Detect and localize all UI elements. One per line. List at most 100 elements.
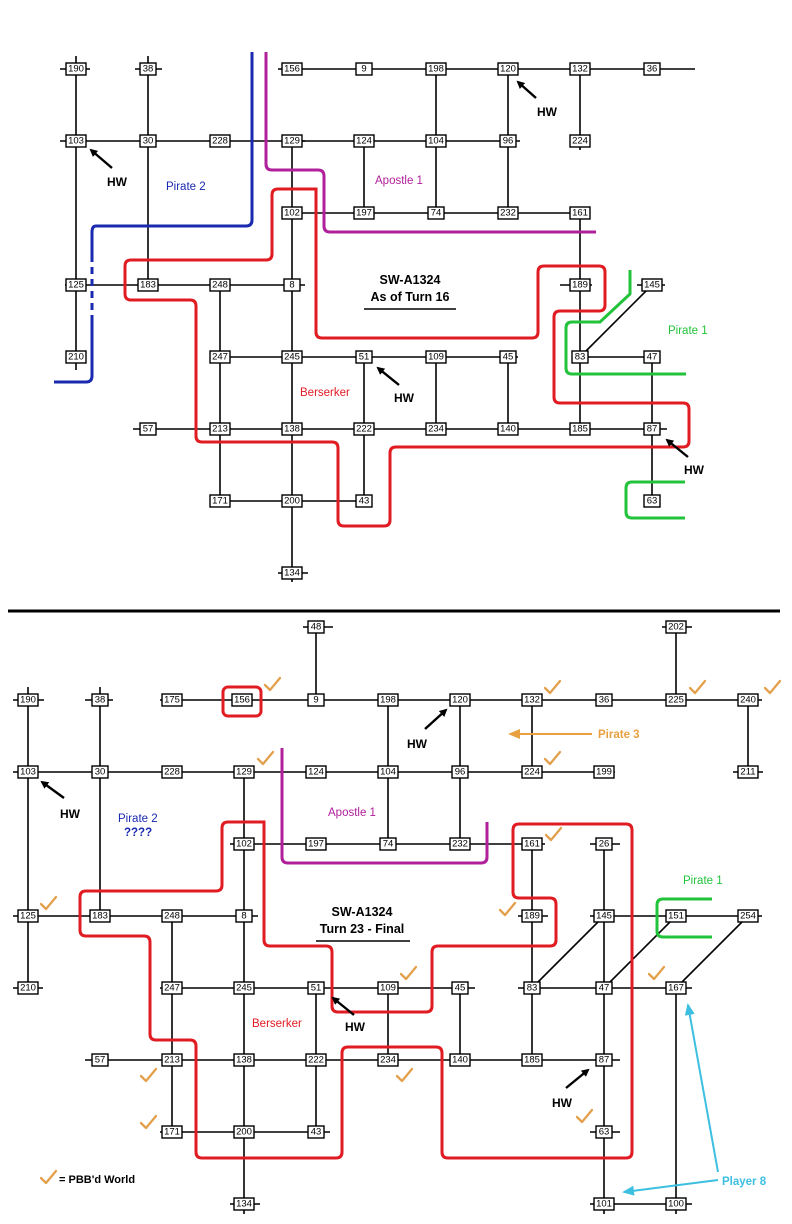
bottom-node-124: 124 — [305, 765, 327, 779]
top-node-213: 213 — [209, 422, 231, 436]
top-node-145: 145 — [641, 278, 663, 292]
svg-text:30: 30 — [95, 767, 106, 778]
bottom-pirate1-border — [655, 897, 712, 939]
bottom-map-title: SW-A1324 — [332, 905, 393, 919]
svg-text:245: 245 — [284, 352, 300, 363]
bottom-node-134: 134 — [233, 1197, 255, 1211]
svg-text:232: 232 — [500, 208, 516, 219]
bottom-node-47: 47 — [595, 981, 613, 995]
bottom-node-38: 38 — [91, 693, 109, 707]
svg-text:190: 190 — [68, 64, 84, 75]
svg-text:134: 134 — [284, 568, 300, 579]
svg-text:129: 129 — [284, 136, 300, 147]
check-109 — [399, 965, 418, 981]
top-node-47: 47 — [643, 350, 661, 364]
bottom-node-254: 254 — [737, 909, 759, 923]
svg-text:183: 183 — [140, 280, 156, 291]
svg-text:224: 224 — [572, 136, 588, 147]
svg-text:8: 8 — [289, 280, 294, 291]
top-node-51: 51 — [355, 350, 373, 364]
bottom-node-51: 51 — [307, 981, 325, 995]
svg-text:47: 47 — [647, 352, 658, 363]
bottom-node-129: 129 — [233, 765, 255, 779]
bottom-node-171: 171 — [161, 1125, 183, 1139]
bottom-node-248: 248 — [161, 909, 183, 923]
bottom-connections — [13, 626, 763, 1214]
bottom-node-83: 83 — [523, 981, 541, 995]
svg-text:198: 198 — [380, 695, 396, 706]
top-node-228: 228 — [209, 134, 231, 148]
top-node-232: 232 — [497, 206, 519, 220]
bottom-node-57: 57 — [91, 1053, 109, 1067]
check-47 — [647, 965, 666, 981]
top-node-190: 190 — [65, 62, 87, 76]
top-node-140: 140 — [497, 422, 519, 436]
svg-text:47: 47 — [599, 983, 610, 994]
top-node-197: 197 — [353, 206, 375, 220]
top-map-title: SW-A1324 — [380, 273, 441, 287]
check-225 — [688, 679, 707, 695]
bottom-map-subtitle: Turn 23 - Final — [320, 922, 405, 936]
svg-text:228: 228 — [212, 136, 228, 147]
svg-text:213: 213 — [164, 1055, 180, 1066]
svg-text:103: 103 — [20, 767, 36, 778]
bottom-node-211: 211 — [737, 765, 759, 779]
svg-text:211: 211 — [740, 767, 755, 778]
top-map-subtitle: As of Turn 16 — [371, 290, 450, 304]
bottom-node-48: 48 — [307, 620, 325, 634]
svg-text:36: 36 — [599, 695, 610, 706]
top-faction-label-berserker: Berserker — [300, 387, 350, 399]
top-node-109: 109 — [425, 350, 447, 364]
svg-text:161: 161 — [524, 839, 540, 850]
svg-text:132: 132 — [524, 695, 540, 706]
svg-text:8: 8 — [241, 911, 246, 922]
svg-text:156: 156 — [284, 64, 300, 75]
svg-text:48: 48 — [311, 622, 322, 633]
svg-text:9: 9 — [313, 695, 318, 706]
top-hw-label-pirate2: HW — [107, 175, 128, 189]
svg-text:96: 96 — [503, 136, 514, 147]
check-156 — [263, 676, 282, 692]
bottom-node-199: 199 — [593, 765, 615, 779]
bottom-berserker-border — [78, 820, 634, 1160]
bottom-faction-label-berserker: Berserker — [252, 1018, 302, 1030]
svg-text:96: 96 — [455, 767, 466, 778]
bottom-node-234: 234 — [377, 1053, 399, 1067]
bottom-node-30: 30 — [91, 765, 109, 779]
top-node-9: 9 — [355, 62, 373, 76]
top-node-161: 161 — [569, 206, 591, 220]
svg-text:185: 185 — [572, 424, 588, 435]
top-map: HW HW HW HW Pirate 2 Apostle 1 Pirate 1 … — [54, 52, 708, 582]
check-129 — [256, 750, 275, 766]
bottom-node-200: 200 — [233, 1125, 255, 1139]
svg-text:120: 120 — [452, 695, 468, 706]
svg-text:30: 30 — [143, 136, 154, 147]
bottom-node-210: 210 — [17, 981, 39, 995]
svg-text:245: 245 — [236, 983, 252, 994]
top-node-224: 224 — [569, 134, 591, 148]
bottom-hw-label-berserker: HW — [345, 1020, 366, 1034]
check-63 — [575, 1108, 594, 1124]
bottom-node-175: 175 — [161, 693, 183, 707]
top-node-200: 200 — [281, 494, 303, 508]
svg-text:63: 63 — [599, 1127, 610, 1138]
bottom-apostle1-border — [280, 748, 489, 865]
bottom-node-87: 87 — [595, 1053, 613, 1067]
bottom-node-140: 140 — [449, 1053, 471, 1067]
top-node-125: 125 — [65, 278, 87, 292]
check-171 — [139, 1114, 158, 1130]
bottom-faction-borders — [78, 685, 712, 1160]
bottom-node-197: 197 — [305, 837, 327, 851]
top-node-43: 43 — [355, 494, 373, 508]
svg-text:129: 129 — [236, 767, 252, 778]
svg-text:57: 57 — [95, 1055, 106, 1066]
bottom-node-189: 189 — [521, 909, 543, 923]
bottom-node-247: 247 — [161, 981, 183, 995]
svg-text:124: 124 — [356, 136, 372, 147]
top-node-8: 8 — [283, 278, 301, 292]
top-node-183: 183 — [137, 278, 159, 292]
svg-text:213: 213 — [212, 424, 228, 435]
svg-text:228: 228 — [164, 767, 180, 778]
top-node-198: 198 — [425, 62, 447, 76]
top-pirate2-border-lower — [54, 322, 94, 384]
